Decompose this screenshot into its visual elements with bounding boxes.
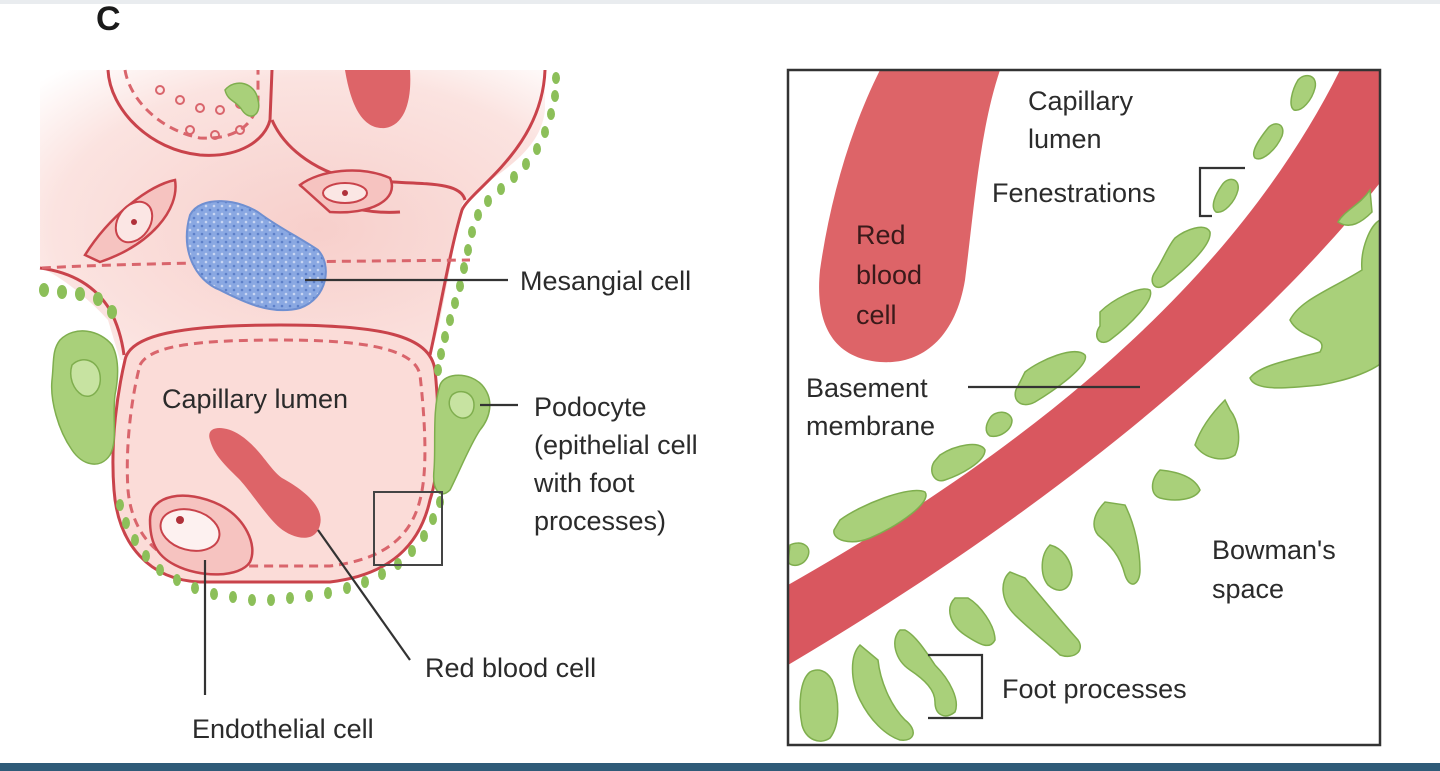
inset-label-basement-1: Basement (806, 373, 928, 403)
inset-label-rbc-1: Red (856, 220, 906, 250)
label-podocyte-2: (epithelial cell (534, 430, 698, 460)
label-mesangial-cell: Mesangial cell (520, 266, 691, 296)
mesangial-region (40, 70, 545, 360)
inset-panel (786, 68, 1382, 747)
label-endothelial-cell: Endothelial cell (192, 714, 374, 744)
label-podocyte-4: processes) (534, 506, 666, 536)
endothelial-nucleolus (176, 516, 184, 524)
upper-dashed-membrane (41, 258, 471, 270)
right-podocyte (432, 374, 491, 495)
outer-membrane (428, 69, 547, 356)
foot-process-dots (39, 72, 560, 606)
right-podocyte-nucleus (448, 390, 475, 419)
panel-letter: C (96, 0, 121, 38)
inset-label-foot-processes: Foot processes (1002, 674, 1187, 704)
top-podocyte-fragment (224, 82, 260, 117)
foot-processes (799, 187, 1380, 742)
label-podocyte-1: Podocyte (534, 392, 647, 422)
left-podocyte-nucleus (70, 359, 101, 397)
top-strip (0, 0, 1440, 4)
bottom-bar (0, 763, 1440, 771)
inset-label-basement-2: membrane (806, 411, 935, 441)
inset-label-fenestrations: Fenestrations (992, 178, 1156, 208)
endothelial-fenestrated-lining (125, 338, 427, 568)
rbc-leader (317, 529, 411, 661)
top-red-blood-cell (345, 70, 411, 129)
inset-label-capillary-2: lumen (1028, 124, 1102, 154)
mid-nucleolus (342, 190, 348, 196)
left-podocyte (50, 330, 119, 465)
inset-label-bowmans-2: space (1212, 574, 1284, 604)
inset-label-rbc-2: blood (856, 260, 922, 290)
foot-processes-bracket (928, 653, 984, 720)
label-podocyte-3: with foot (533, 468, 635, 498)
inset-red-blood-cell (819, 70, 1000, 363)
fenestrations-bracket (1198, 166, 1245, 218)
glomerular-capillary-illustration (39, 69, 560, 606)
inset-label-rbc-3: cell (856, 300, 897, 330)
fenestrated-endothelium (788, 74, 1317, 567)
upper-nucleolus (131, 219, 137, 225)
inset-label-bowmans-1: Bowman's (1212, 535, 1336, 565)
top-cell-wall (106, 69, 274, 157)
basement-membrane (788, 70, 1380, 665)
mesangial-cell (185, 200, 327, 312)
inset-frame (786, 68, 1382, 747)
inset-locator-box (373, 491, 443, 566)
lumen-red-blood-cell (209, 428, 321, 538)
endothelial-nucleus (159, 508, 221, 552)
label-red-blood-cell: Red blood cell (425, 653, 596, 683)
inset-label-capillary-1: Capillary (1028, 86, 1134, 116)
label-capillary-lumen: Capillary lumen (162, 384, 348, 414)
